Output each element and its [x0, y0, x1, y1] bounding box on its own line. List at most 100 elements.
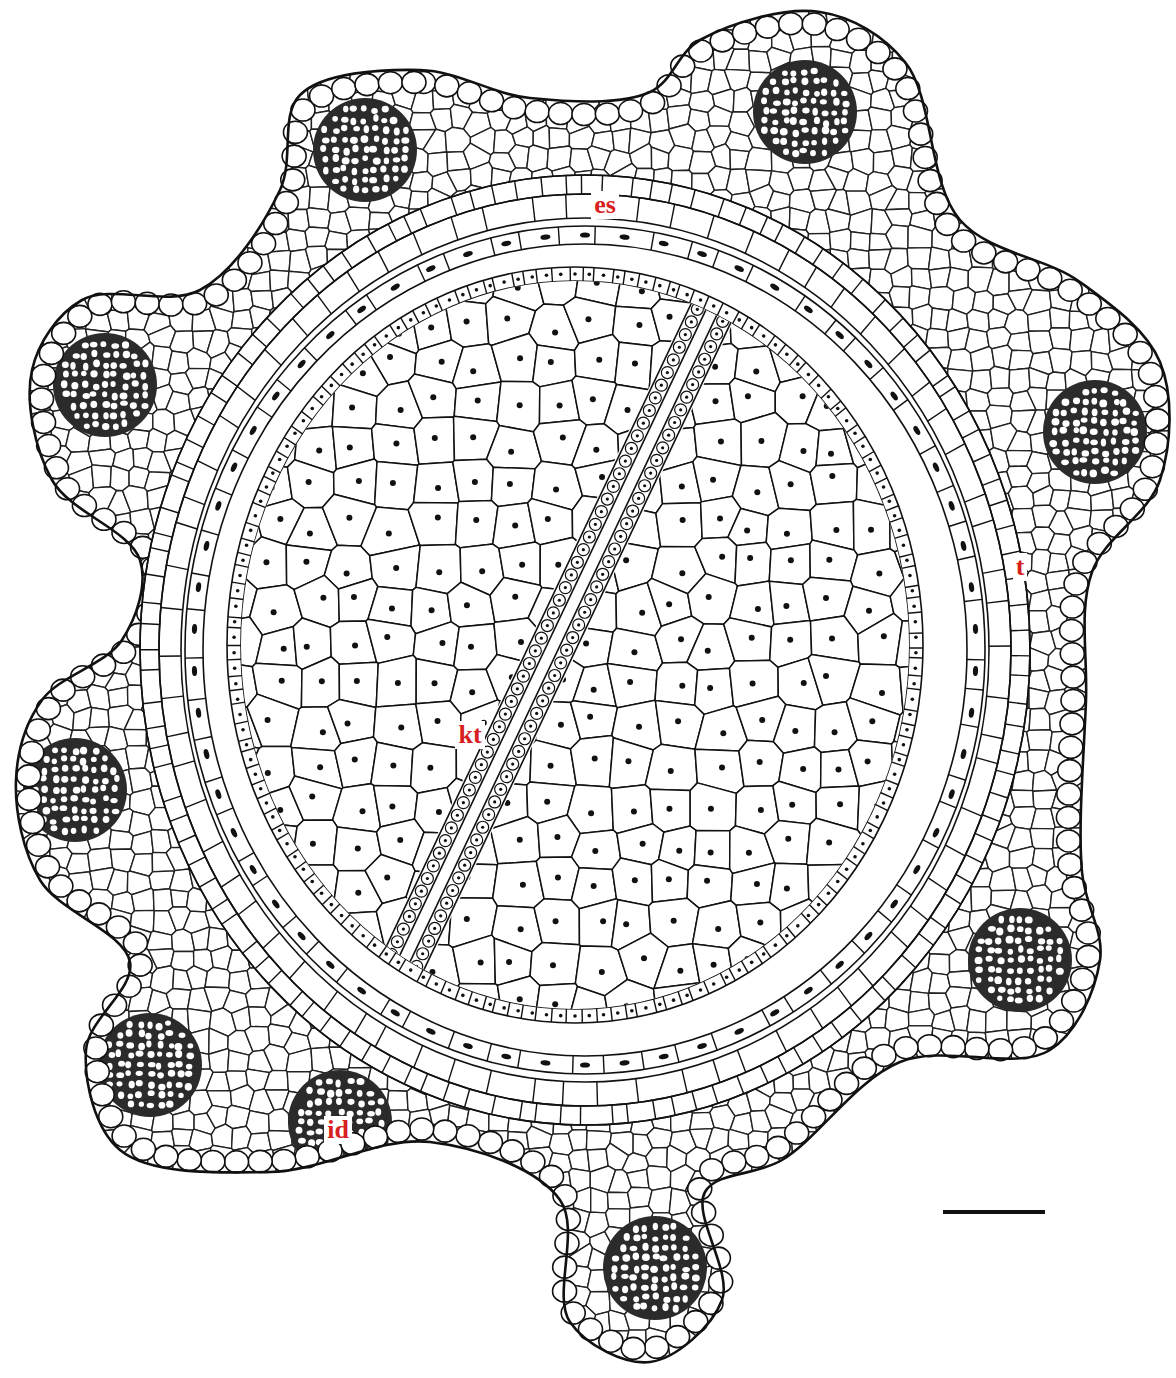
fibre-lumen [633, 1226, 639, 1234]
parenchyma-cell [881, 1051, 980, 1232]
fibre-lumen [641, 1265, 649, 1271]
parenchyma-cell [231, 1007, 250, 1031]
fibre-lumen [1046, 976, 1052, 982]
fibre-lumen [157, 1072, 164, 1078]
fibre-lumen [680, 1284, 688, 1290]
parenchyma-cell [527, 1126, 552, 1149]
fibre-lumen [82, 776, 89, 784]
parenchyma-cell [686, 1307, 840, 1378]
fibre-lumen [792, 150, 799, 157]
fibre-lumen [833, 79, 838, 86]
fibre-lumen [178, 1093, 183, 1098]
fibre-lumen [103, 795, 109, 801]
fibre-lumen [136, 1050, 144, 1056]
fibre-lumen [1062, 398, 1070, 405]
parenchyma-cell [124, 729, 147, 745]
parenchyma-cell [830, 49, 852, 68]
fibre-lumen [61, 796, 67, 802]
parenchyma-cell [708, 106, 732, 127]
fibre-lumen [642, 1243, 648, 1251]
parenchyma-cell [843, 168, 868, 191]
fibre-lumen [91, 757, 97, 762]
fibre-lumen [347, 1078, 354, 1084]
parenchyma-cell [345, 207, 370, 231]
fibre-lumen [370, 167, 377, 174]
fibre-lumen [125, 1061, 131, 1068]
fibre-lumen [801, 127, 808, 133]
parenchyma-cell [970, 347, 994, 371]
fibre-lumen [93, 748, 100, 755]
fibre-lumen [1133, 411, 1139, 416]
parenchyma-cell [89, 708, 109, 728]
parenchyma-cell [647, 1128, 672, 1148]
fibre-lumen [814, 117, 820, 124]
epidermal-cell [225, 1151, 249, 1173]
fibre-lumen [174, 1043, 182, 1050]
epidermal-cell [90, 1084, 114, 1106]
fibre-lumen [1119, 418, 1126, 425]
parenchyma-cell [146, 931, 172, 950]
fibre-lumen [1113, 410, 1118, 417]
fibre-lumen [71, 776, 77, 782]
drawing-part [982, 815, 1000, 822]
fibre-lumen [812, 127, 818, 135]
fibre-lumen [1009, 916, 1014, 923]
fibre-lumen [792, 140, 798, 147]
parenchyma-cell [1027, 730, 1052, 751]
fibre-lumen [1123, 427, 1130, 434]
fibre-lumen [642, 1234, 647, 1240]
fibre-lumen [1025, 916, 1033, 923]
fibre-lumen [1025, 978, 1031, 985]
fibre-lumen [364, 146, 370, 153]
fibre-lumen [394, 127, 400, 135]
fibre-lumen [976, 946, 983, 952]
fibre-lumen [120, 393, 128, 400]
fibre-lumen [342, 137, 348, 143]
parenchyma-cell [892, 0, 1112, 81]
fibre-lumen [634, 1266, 639, 1274]
fibre-lumen [621, 1264, 629, 1270]
epidermal-cell [1076, 945, 1100, 967]
epidermal-cell [621, 1337, 645, 1359]
fibre-lumen [1082, 408, 1088, 416]
fibre-lumen [322, 137, 330, 143]
fibre-lumen [813, 78, 819, 84]
parenchyma-cell [0, 1144, 149, 1378]
fibre-lumen [662, 1303, 668, 1311]
epidermis [17, 13, 1170, 1360]
fibre-lumen [133, 410, 140, 416]
parenchyma-cell [726, 49, 750, 70]
fibre-lumen [371, 108, 378, 114]
fibre-lumen [822, 150, 827, 156]
fibre-lumen [346, 1158, 351, 1165]
drawing-part [1001, 750, 1020, 754]
fibre-lumen [158, 1091, 165, 1099]
fibre-lumen [793, 87, 798, 93]
fibre-lumen [130, 402, 137, 409]
fibre-lumen [368, 1100, 375, 1105]
epidermal-cell [17, 765, 41, 787]
fibre-lumen [341, 117, 349, 123]
fibre-lumen [93, 384, 100, 390]
fibre-lumen [62, 361, 69, 368]
fibre-lumen [138, 1043, 145, 1051]
epidermal-cell [1059, 736, 1083, 758]
fibre-lumen [773, 87, 780, 94]
epidermal-cell [722, 1151, 746, 1173]
inner-ground [140, 175, 1030, 1125]
fibre-lumen [342, 157, 350, 164]
fibre-lumen [801, 78, 808, 86]
fibre-lumen [120, 411, 126, 418]
fibre-lumen [50, 819, 57, 824]
fibre-lumen [1036, 927, 1043, 935]
parenchyma-cell [591, 1188, 609, 1213]
epidermal-cell [1064, 573, 1088, 595]
fibre-lumen [137, 1062, 144, 1067]
fibre-lumen [298, 1109, 304, 1116]
fibre-lumen [799, 119, 807, 126]
fibre-lumen [1015, 987, 1021, 993]
fibre-lumen [158, 1033, 165, 1040]
fibre-lumen [93, 359, 100, 367]
fibre-lumen [52, 767, 59, 773]
drawing-part [966, 855, 983, 864]
